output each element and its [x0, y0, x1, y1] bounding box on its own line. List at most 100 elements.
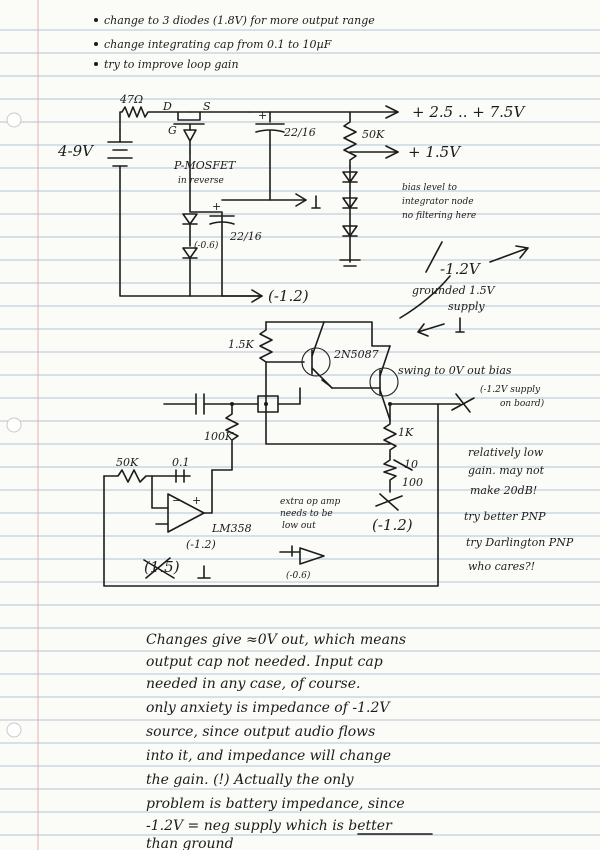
c1-label: 22/16 — [283, 126, 316, 139]
pot-label: 50K — [362, 128, 385, 141]
try-note-line-1: try better PNP — [464, 510, 546, 523]
bias-note-line-3: no filtering here — [402, 211, 476, 221]
neg-terminal — [375, 493, 403, 511]
note-line: output cap not needed. Input cap — [146, 654, 383, 670]
extra-note-line-3: low out — [282, 521, 316, 531]
r1-resistor-wire — [119, 106, 191, 131]
extra-note-line-1: extra op amp — [280, 497, 340, 507]
extra-opamp-sketch — [279, 545, 325, 565]
grounded-arrow — [417, 323, 445, 337]
q2-leads — [331, 345, 391, 421]
amp-top-bus — [265, 321, 391, 347]
r-emitter-label: 1K — [398, 426, 414, 439]
gain-note-line-3: make 20dB! — [470, 484, 537, 497]
handwritten-notes: Changes give ≈0V out, which means output… — [146, 632, 433, 850]
c1-plus: + — [258, 109, 267, 122]
q1-part-label: 2N5087 — [333, 348, 379, 361]
note-line: -1.2V = neg supply which is better — [146, 818, 393, 834]
todo-list: change to 3 diodes (1.8V) for more outpu… — [94, 14, 375, 71]
mosfet-label: P-MOSFET — [173, 159, 237, 172]
note-line: into it, and impedance will change — [146, 748, 391, 764]
r-load-label: 100 — [402, 476, 423, 489]
c2-plate-curved — [209, 221, 235, 225]
opamp-voltage: (-1.2) — [186, 538, 216, 551]
pos-voltage-crossed: (1.5) — [144, 558, 180, 576]
todo-item-2: change integrating cap from 0.1 to 10µF — [104, 38, 332, 51]
gain-note-line-1: relatively low — [468, 446, 544, 459]
binder-hole-middle — [6, 417, 22, 433]
r-int-label: 50K — [116, 456, 139, 469]
r-emitter-resistor — [383, 403, 397, 457]
amplifier-schematic: 1.5K 2N5087 swing to 0V out bias (-1.2V … — [103, 321, 574, 587]
r-load-strike — [393, 459, 413, 471]
r-feed-resistor — [211, 403, 239, 471]
r-bias-label: 1.5K — [228, 338, 254, 351]
battery-voltage: 4-9V — [57, 142, 95, 160]
top-rail-voltage: + 2.5 .. + 7.5V — [412, 103, 526, 121]
supply-note-line-2: on board) — [500, 398, 545, 409]
c2-label: 22/16 — [229, 230, 262, 243]
opamp-label: LM358 — [211, 522, 252, 535]
note-line: source, since output audio flows — [146, 724, 375, 740]
r-feed-label: 100K — [204, 430, 234, 443]
c1-plate-curved — [255, 129, 285, 133]
series-resistor-out — [277, 387, 301, 405]
supply-note-line-1: (-1.2V supply — [480, 384, 541, 395]
opamp-plus: + — [192, 494, 201, 507]
binder-hole-top — [6, 112, 22, 128]
q1-transistor-body — [301, 347, 331, 377]
top-rail-arrow — [385, 105, 399, 119]
mosfet-g-label: G — [168, 124, 177, 137]
grounded-note-line-2: supply — [448, 300, 485, 313]
battery-ground-wire — [119, 165, 261, 297]
mid-rail-voltage: + 1.5V — [408, 143, 462, 161]
gain-note-line-2: gain. may not — [468, 464, 545, 477]
ground-symbol — [311, 195, 321, 209]
bias-return-wire — [265, 403, 391, 445]
grounded-note-line-1: grounded 1.5V — [412, 284, 496, 297]
opamp-ground — [197, 565, 211, 579]
opamp-minus: − — [172, 494, 181, 507]
small-neg-voltage: (-0.6) — [194, 240, 219, 251]
diode-1 — [342, 171, 358, 183]
note-line: the gain. (!) Actually the only — [146, 772, 355, 788]
range-curve — [399, 275, 451, 319]
r-load-resistor — [383, 455, 397, 493]
opamp-triangle — [167, 493, 205, 533]
r1-label: 47Ω — [119, 93, 143, 106]
bias-note-line-1: bias level to — [402, 183, 457, 193]
ruled-lines — [0, 29, 600, 836]
diode-3 — [342, 225, 358, 237]
range-arrow — [489, 245, 529, 263]
note-line: than ground — [146, 836, 234, 850]
c2-plus: + — [212, 200, 221, 213]
q1-emitter-arrow — [321, 379, 331, 387]
pos-voltage-strike — [143, 557, 175, 579]
neg-rail-arrow — [251, 289, 263, 303]
swing-note: swing to 0V out bias — [398, 364, 512, 377]
pot-resistor — [343, 111, 357, 167]
range-slash — [425, 241, 443, 273]
mosfet-note: in reverse — [178, 176, 224, 186]
mosfet-d-label: D — [162, 100, 172, 113]
diode-5 — [182, 247, 198, 259]
mosfet-s-label: S — [203, 100, 211, 113]
todo-bullet — [94, 42, 98, 46]
neg-rail-voltage: (-1.2) — [268, 287, 309, 305]
mosfet-body-diode — [183, 129, 197, 142]
note-line: Changes give ≈0V out, which means — [146, 632, 406, 648]
q1-leads — [311, 321, 333, 389]
q2-transistor-body — [369, 367, 399, 397]
range-voltage: -1.2V — [440, 260, 482, 278]
note-line: needed in any case, of course. — [146, 676, 360, 692]
extra-note-line-2: needs to be — [280, 509, 333, 519]
opamp-wires — [151, 469, 213, 514]
extra-opamp-voltage: (-0.6) — [286, 570, 311, 581]
diode-4 — [182, 213, 198, 225]
mid-rail-arrow — [385, 145, 399, 159]
todo-bullet — [94, 18, 98, 22]
r-bias-resistor — [259, 321, 273, 405]
diode-2 — [342, 197, 358, 209]
r-load-strike-value: 10 — [404, 458, 418, 471]
